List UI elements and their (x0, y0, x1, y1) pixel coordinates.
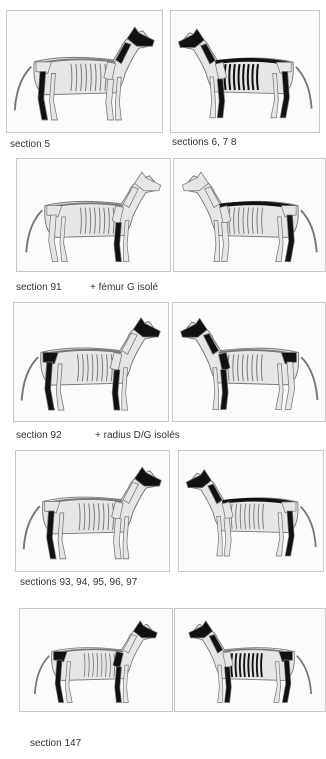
skeleton-panel-section-91-right (173, 158, 326, 272)
skeleton-panel-section-92-left (13, 302, 169, 422)
dog-skeleton-drawing (174, 159, 325, 271)
skeleton-panel-section-91-left (16, 158, 171, 272)
fore-leg (114, 222, 121, 261)
fore-leg (222, 222, 229, 261)
dog-skeleton-drawing (173, 303, 325, 421)
skeleton-panel-sections-6-7-8 (170, 10, 320, 133)
skeleton-panel-section-92-right (172, 302, 326, 422)
dog-skeleton-drawing (17, 159, 170, 271)
tail (301, 507, 316, 548)
rib (253, 653, 254, 677)
rib (229, 64, 230, 90)
fore-leg (217, 79, 224, 118)
note-section-91: + fémur G isolé (90, 282, 158, 293)
fore-leg (106, 79, 114, 120)
rib (257, 653, 258, 677)
caption-section-147: section 147 (30, 738, 81, 749)
tail (301, 210, 317, 252)
dog-skeleton-drawing (20, 609, 172, 711)
rib (261, 653, 262, 677)
tail (35, 656, 49, 694)
skeleton-panel-section-5 (6, 10, 163, 133)
rib (239, 64, 240, 90)
fore-leg (114, 519, 122, 559)
dog-skeleton-drawing (7, 11, 162, 132)
skeleton-panel-section-147-left (19, 608, 173, 712)
rib (248, 653, 249, 677)
tail (26, 210, 42, 252)
skeleton-panel-sections-93-97-right (178, 450, 324, 572)
caption-section-91: section 91 (16, 282, 62, 293)
dog-skeleton-drawing (175, 609, 325, 711)
tail (15, 67, 31, 111)
caption-sections-93-97: sections 93, 94, 95, 96, 97 (20, 577, 137, 588)
rib (234, 64, 235, 90)
note-section-92: + radius D/G isolés (95, 430, 180, 441)
tail (296, 67, 312, 109)
rib (243, 64, 244, 90)
rib (248, 64, 249, 90)
caption-section-92: section 92 (16, 430, 62, 441)
fore-leg (225, 667, 232, 703)
caption-section-5: section 5 (10, 139, 50, 150)
fore-leg (221, 370, 229, 410)
rib (236, 653, 237, 677)
tail (24, 506, 40, 549)
caption-sections-6-7-8: sections 6, 7 8 (172, 137, 236, 148)
fore-leg (112, 370, 120, 410)
fore-leg (224, 518, 231, 556)
dog-skeleton-drawing (16, 451, 169, 571)
rib (244, 653, 245, 677)
rib (257, 64, 258, 90)
dog-skeleton-drawing (171, 11, 319, 132)
skeleton-panel-sections-93-97-left (15, 450, 170, 572)
tail (301, 357, 317, 400)
skeleton-panel-section-147-right (174, 608, 326, 712)
fore-leg (115, 667, 122, 703)
dog-skeleton-drawing (14, 303, 168, 421)
tail (22, 357, 38, 400)
tail (297, 656, 311, 694)
rib (240, 653, 241, 677)
dog-skeleton-drawing (179, 451, 323, 571)
rib (252, 64, 253, 90)
